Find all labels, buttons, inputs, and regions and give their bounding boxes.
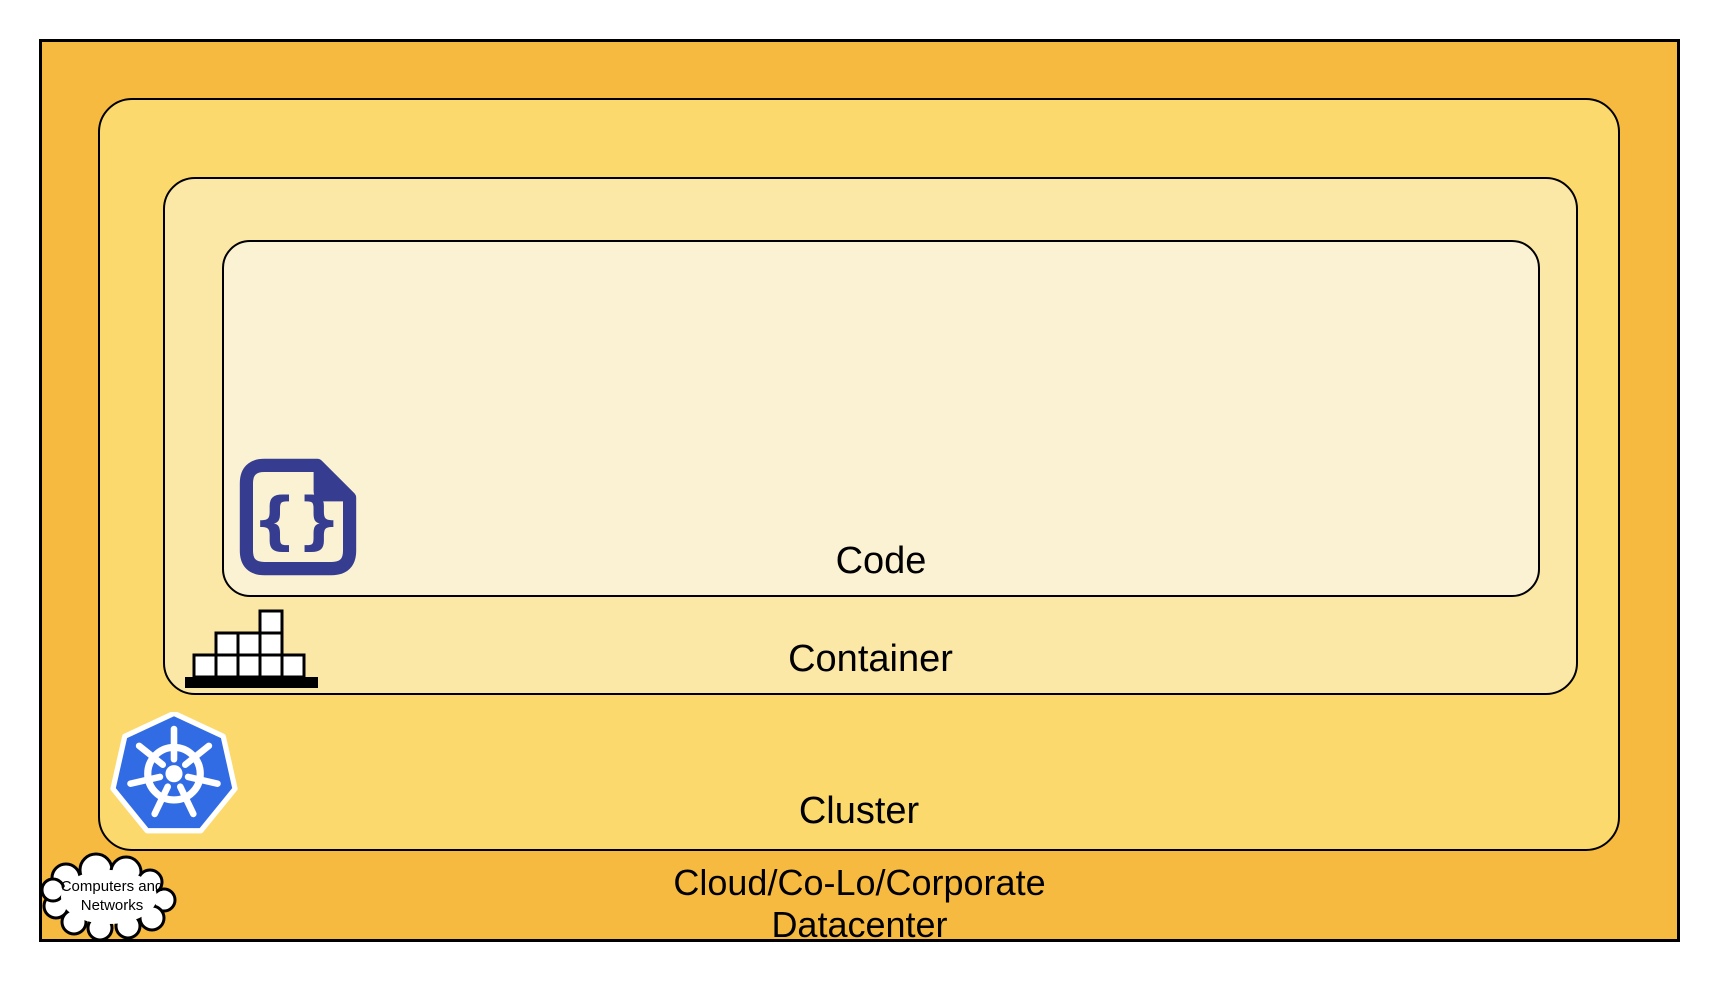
code-label: Code xyxy=(835,540,927,582)
kubernetes-helm-icon xyxy=(110,712,238,834)
datacenter-label-line1: Cloud/Co-Lo/Corporate xyxy=(673,862,1046,903)
cloud-callout-line1: Computers and xyxy=(60,878,164,895)
code-braces-glyph: {} xyxy=(252,484,341,557)
cluster-label: Cluster xyxy=(798,790,920,832)
code-layer xyxy=(222,240,1540,597)
cloud-icon xyxy=(40,852,177,942)
code-file-icon: {} xyxy=(239,458,357,576)
cloud-callout-line2: Networks xyxy=(80,897,144,914)
container-boxes-icon xyxy=(185,609,318,688)
cloud-callout-label: Computers and Networks xyxy=(38,850,186,942)
datacenter-label-line2: Datacenter xyxy=(771,904,948,945)
datacenter-label: Cloud/Co-Lo/Corporate Datacenter xyxy=(39,862,1680,946)
container-label: Container xyxy=(788,638,953,680)
